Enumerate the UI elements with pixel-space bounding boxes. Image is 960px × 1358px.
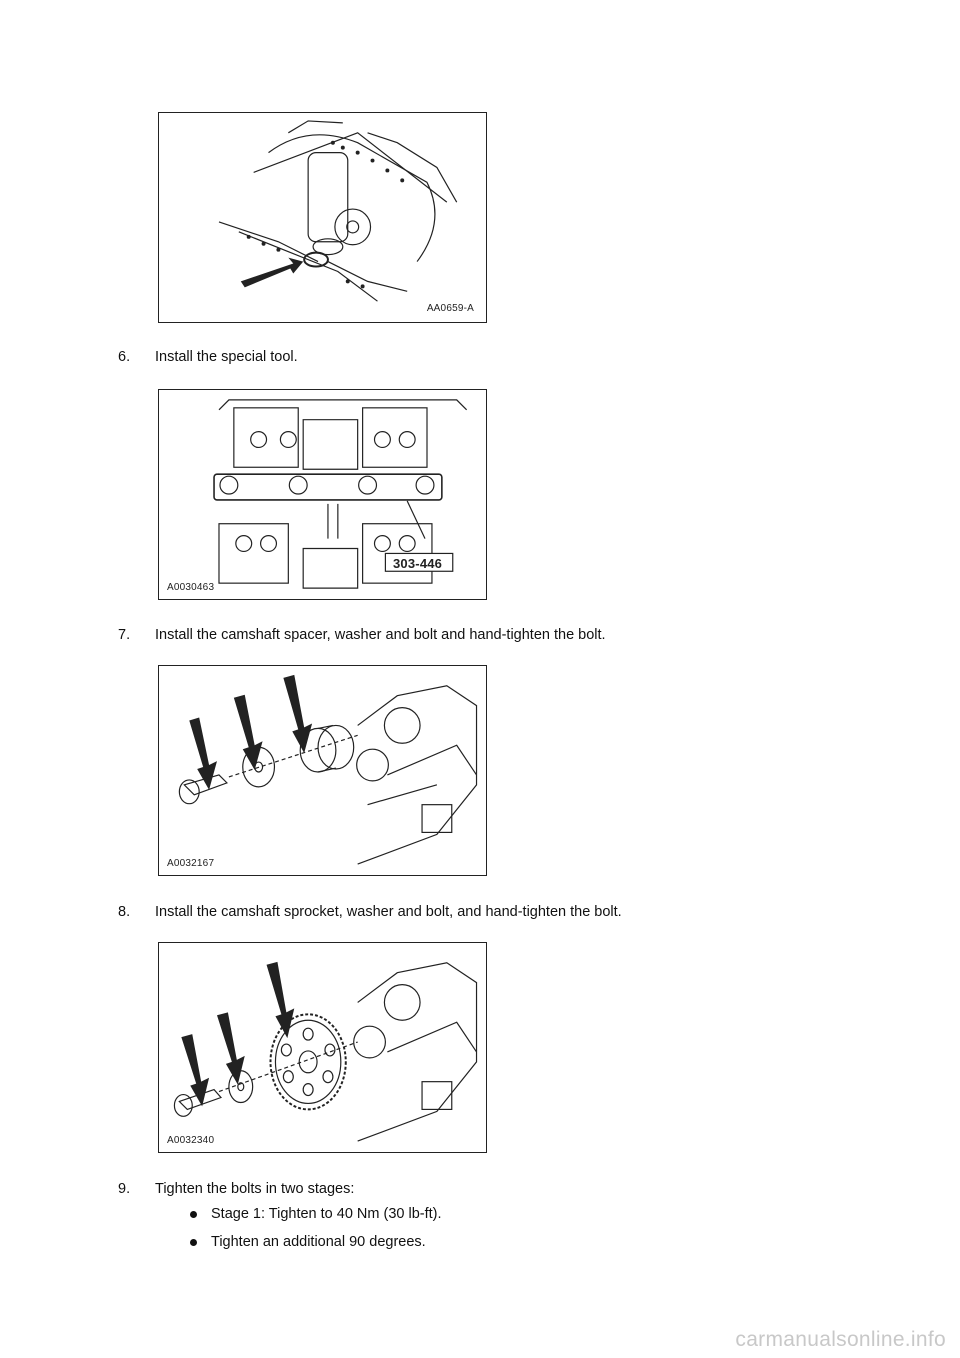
step-7: 7. Install the camshaft spacer, washer a… — [118, 627, 606, 643]
step-number: 8. — [118, 904, 131, 920]
step-text: Install the special tool. — [155, 349, 298, 365]
step-text: Install the camshaft sprocket, washer an… — [155, 904, 622, 920]
figure-2-drawing — [213, 399, 468, 589]
figure-code: A0030463 — [167, 582, 215, 593]
substep-text: Stage 1: Tighten to 40 Nm (30 lb-ft). — [211, 1206, 442, 1222]
substep-stage-2: Tighten an additional 90 degrees. — [190, 1234, 426, 1250]
figure-code: A0032167 — [167, 858, 215, 869]
figure-camshaft-sprocket: A0032340 — [158, 942, 487, 1153]
figure-code: A0032340 — [167, 1135, 215, 1146]
figure-timing-chain-tensioner: AA0659-A — [158, 112, 487, 323]
bullet-icon — [190, 1238, 197, 1246]
substep-text: Tighten an additional 90 degrees. — [211, 1234, 426, 1250]
step-text: Install the camshaft spacer, washer and … — [155, 627, 606, 643]
watermark: carmanualsonline.info — [735, 1328, 946, 1351]
step-number: 7. — [118, 627, 131, 643]
step-8: 8. Install the camshaft sprocket, washer… — [118, 904, 622, 920]
figure-3-drawing — [178, 674, 478, 865]
figure-1-drawing — [218, 120, 458, 302]
bullet-icon — [190, 1210, 197, 1218]
step-6: 6. Install the special tool. — [118, 349, 298, 365]
tool-callout: 303-446 — [393, 556, 443, 571]
figure-camshaft-spacer: A0032167 — [158, 665, 487, 876]
step-number: 9. — [118, 1181, 131, 1197]
step-text: Tighten the bolts in two stages: — [155, 1181, 355, 1197]
step-number: 6. — [118, 349, 131, 365]
figure-special-tool: 303-446 A0030463 — [158, 389, 487, 600]
figure-code: AA0659-A — [426, 303, 474, 314]
figure-4-drawing — [173, 961, 478, 1142]
step-9: 9. Tighten the bolts in two stages: — [118, 1181, 354, 1197]
substep-stage-1: Stage 1: Tighten to 40 Nm (30 lb-ft). — [190, 1206, 442, 1222]
